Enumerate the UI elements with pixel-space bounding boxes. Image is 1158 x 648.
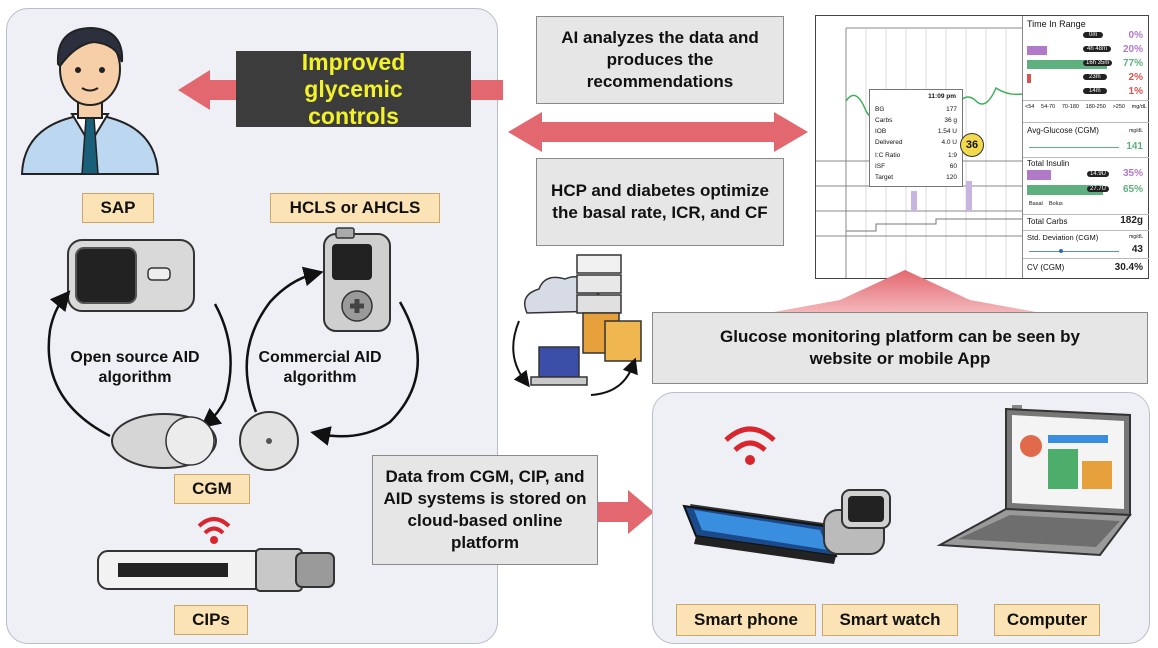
arrow-right-pink-icon	[598, 490, 654, 534]
tooltip-key-6: Target	[875, 174, 894, 181]
cv-label: CV (CGM)	[1027, 263, 1065, 272]
avg-glucose-unit: mg/dL	[1129, 128, 1143, 134]
tir-duration-1: 4h 48m	[1083, 46, 1112, 52]
tir-duration-3: 23m	[1083, 74, 1107, 80]
insulin-pct-1: 65%	[1122, 184, 1143, 195]
time-in-range-title: Time In Range	[1027, 19, 1086, 29]
tooltip-key-5: ISF	[875, 163, 886, 170]
tooltip-key-4: I:C Ratio	[875, 152, 901, 159]
cgm-sensor-oval-icon	[111, 413, 217, 469]
platform-box: Glucose monitoring platform can be seen …	[652, 312, 1148, 384]
cloud-storage-box: Data from CGM, CIP, and AID systems is s…	[372, 455, 598, 565]
hcls-label: HCLS or AHCLS	[270, 193, 440, 223]
tir-duration-0: 0m	[1083, 32, 1104, 38]
insulin-amount-1: 27.7U	[1087, 186, 1110, 192]
sap-label: SAP	[82, 193, 154, 223]
wifi-icon	[197, 517, 231, 544]
tir-pct-0: 0%	[1128, 30, 1143, 41]
commercial-cycle-arrows	[245, 266, 419, 446]
tooltip-val-0: 177	[946, 106, 957, 113]
cips-label: CIPs	[174, 605, 248, 635]
total-insulin-label: Total Insulin	[1027, 159, 1070, 168]
std-dev-label: Std. Deviation (CGM)	[1027, 233, 1099, 242]
smartwatch-icon	[823, 489, 891, 555]
tooltip-time: 11:09 pm	[928, 93, 956, 100]
range-label-5: mg/dL	[1131, 104, 1147, 110]
tooltip-key-3: Delivered	[875, 139, 903, 146]
tir-bar-1	[1027, 46, 1047, 55]
range-label-1: 54-70	[1041, 104, 1056, 110]
tooltip-val-1: 36 g	[944, 117, 957, 124]
tooltip-key-2: IOB	[875, 128, 887, 135]
insulin-amount-0: 14.9U	[1087, 171, 1110, 177]
cgm-sensor-round-icon	[239, 411, 299, 471]
insulin-pen-icon	[97, 548, 335, 592]
tooltip-val-6: 120	[946, 174, 957, 181]
tir-pct-2: 77%	[1122, 58, 1143, 69]
tir-duration-4: 14m	[1083, 88, 1107, 94]
range-label-2: 70-180	[1061, 104, 1079, 110]
avg-glucose-value: 141	[1126, 141, 1143, 152]
commercial-label: Commercial AID algorithm	[258, 349, 382, 386]
range-labels: <54 54-70 70-180 180-250 >250 mg/dL	[1025, 104, 1147, 110]
tooltip-val-5: 60	[949, 163, 957, 170]
tir-bar-2	[1027, 60, 1107, 69]
smart-phone-label: Smart phone	[676, 604, 816, 636]
std-dev-unit: mg/dL	[1129, 234, 1143, 240]
cloud-server-icon	[512, 254, 642, 396]
ai-analysis-box: AI analyzes the data and produces the re…	[536, 16, 784, 104]
total-carbs-value: 182g	[1120, 215, 1143, 226]
doctor-avatar	[20, 26, 160, 175]
range-label-0: <54	[1025, 104, 1035, 110]
cv-value: 30.4%	[1114, 262, 1143, 273]
bolus-label: Bolus	[1049, 201, 1063, 207]
basal-label: Basal	[1029, 201, 1043, 207]
range-label-4: >250	[1112, 104, 1125, 110]
hcls-controller-icon	[323, 227, 391, 332]
wifi-icon-phone	[724, 426, 776, 465]
arrow-up-pink-icon	[730, 270, 1080, 320]
open-source-cycle-arrows	[47, 290, 232, 438]
total-carbs-label: Total Carbs	[1027, 217, 1068, 226]
hcp-optimize-box: HCP and diabetes optimize the basal rate…	[536, 158, 784, 246]
tooltip-key-1: Carbs	[875, 117, 893, 124]
open-source-label: Open source AID algorithm	[70, 349, 200, 386]
tir-bar-3	[1027, 74, 1031, 83]
smartphone-icon	[682, 504, 838, 564]
tooltip-val-4: 1:9	[947, 152, 957, 159]
carbs-badge: 36	[960, 133, 984, 157]
laptop-icon	[936, 405, 1132, 557]
std-dev-value: 43	[1131, 244, 1143, 255]
tir-pct-1: 20%	[1122, 44, 1143, 55]
tooltip-key-0: BG	[875, 106, 885, 113]
smart-watch-label: Smart watch	[822, 604, 958, 636]
computer-label: Computer	[994, 604, 1100, 636]
insulin-pct-0: 35%	[1122, 168, 1143, 179]
tooltip-val-2: 1.54 U	[937, 128, 957, 135]
sap-pump-icon	[67, 239, 195, 312]
range-label-3: 180-250	[1085, 104, 1106, 110]
tooltip-val-3: 4.0 U	[941, 139, 957, 146]
cgm-label: CGM	[174, 474, 250, 504]
tir-duration-2: 16h 35m	[1083, 60, 1113, 66]
double-arrow-icon	[508, 112, 808, 152]
dashboard-tooltip: 11:09 pm BG 177 Carbs 36 g IOB 1.54 U Deliv…	[869, 89, 963, 187]
improved-glycemic-banner: Improved glycemic controls	[236, 49, 471, 129]
tir-pct-4: 1%	[1128, 86, 1143, 97]
dashboard-sidebar: Time In Range 0% 20% 77% 2% 1% 0m 4h 48m…	[1022, 16, 1149, 278]
tir-pct-3: 2%	[1128, 72, 1143, 83]
avg-glucose-label: Avg-Glucose (CGM)	[1027, 126, 1099, 135]
